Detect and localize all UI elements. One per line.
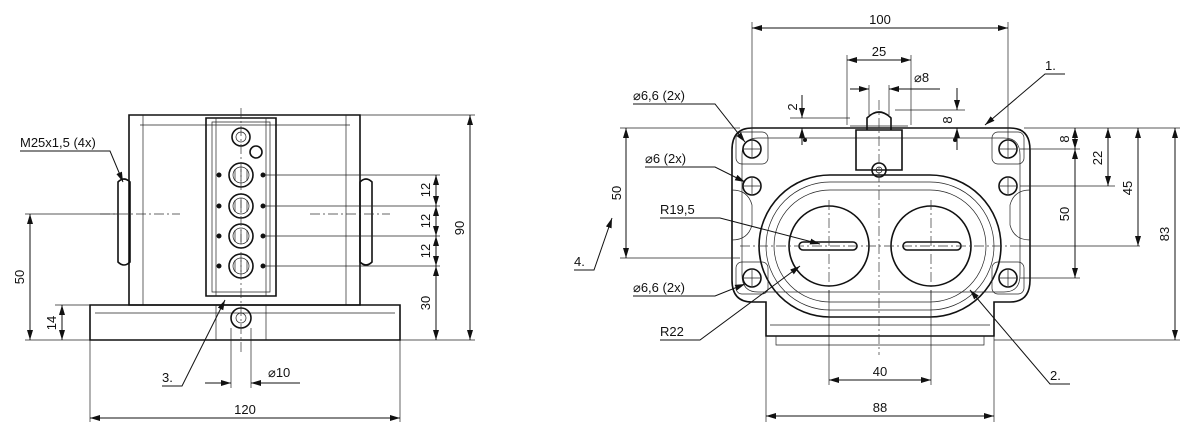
dim-45: 45 — [1120, 181, 1135, 195]
dim-2: 2 — [785, 103, 800, 110]
left-view-dimensions: 50 14 90 30 12 12 12 — [12, 114, 475, 422]
dim-14: 14 — [44, 316, 59, 330]
right-view-body — [731, 100, 1031, 355]
dim-dia-6-6-bottom: ⌀6,6 (2x) — [633, 280, 685, 295]
right-view: 100 25 ⌀8 2 8 ⌀6,6 (2x) — [574, 12, 1180, 422]
dim-dia-6-6-top: ⌀6,6 (2x) — [633, 88, 685, 103]
callout-3: 3. — [162, 370, 173, 385]
dim-120: 120 — [234, 402, 256, 417]
dim-12-a: 12 — [418, 183, 433, 197]
dim-8-top: 8 — [940, 116, 955, 123]
left-view: 50 14 90 30 12 12 12 — [12, 108, 475, 422]
callout-4: 4. — [574, 254, 585, 269]
dim-30: 30 — [418, 296, 433, 310]
dim-83: 83 — [1157, 227, 1172, 241]
dim-50-rv-right: 50 — [1057, 207, 1072, 221]
left-view-body — [89, 108, 401, 352]
dim-22: 22 — [1090, 151, 1105, 165]
callout-2: 2. — [1050, 368, 1061, 383]
dim-90: 90 — [452, 221, 467, 235]
dim-100: 100 — [869, 12, 891, 27]
dim-12-b: 12 — [418, 214, 433, 228]
dim-r22: R22 — [660, 324, 684, 339]
dim-12-c: 12 — [418, 244, 433, 258]
dim-dia-8: ⌀8 — [914, 70, 929, 85]
callout-1: 1. — [1045, 58, 1056, 73]
right-view-dimensions: 100 25 ⌀8 2 8 ⌀6,6 (2x) — [574, 12, 1180, 422]
dim-25: 25 — [872, 44, 886, 59]
dim-40: 40 — [873, 364, 887, 379]
dim-dia-10: ⌀10 — [268, 365, 290, 380]
dim-8-right: 8 — [1057, 135, 1072, 142]
thread-label: M25x1,5 (4x) — [20, 135, 96, 150]
dim-r19-5: R19,5 — [660, 202, 695, 217]
dim-dia-6: ⌀6 (2x) — [645, 151, 686, 166]
dim-50-left: 50 — [12, 270, 27, 284]
dim-88: 88 — [873, 400, 887, 415]
dim-50-rv-left: 50 — [609, 186, 624, 200]
